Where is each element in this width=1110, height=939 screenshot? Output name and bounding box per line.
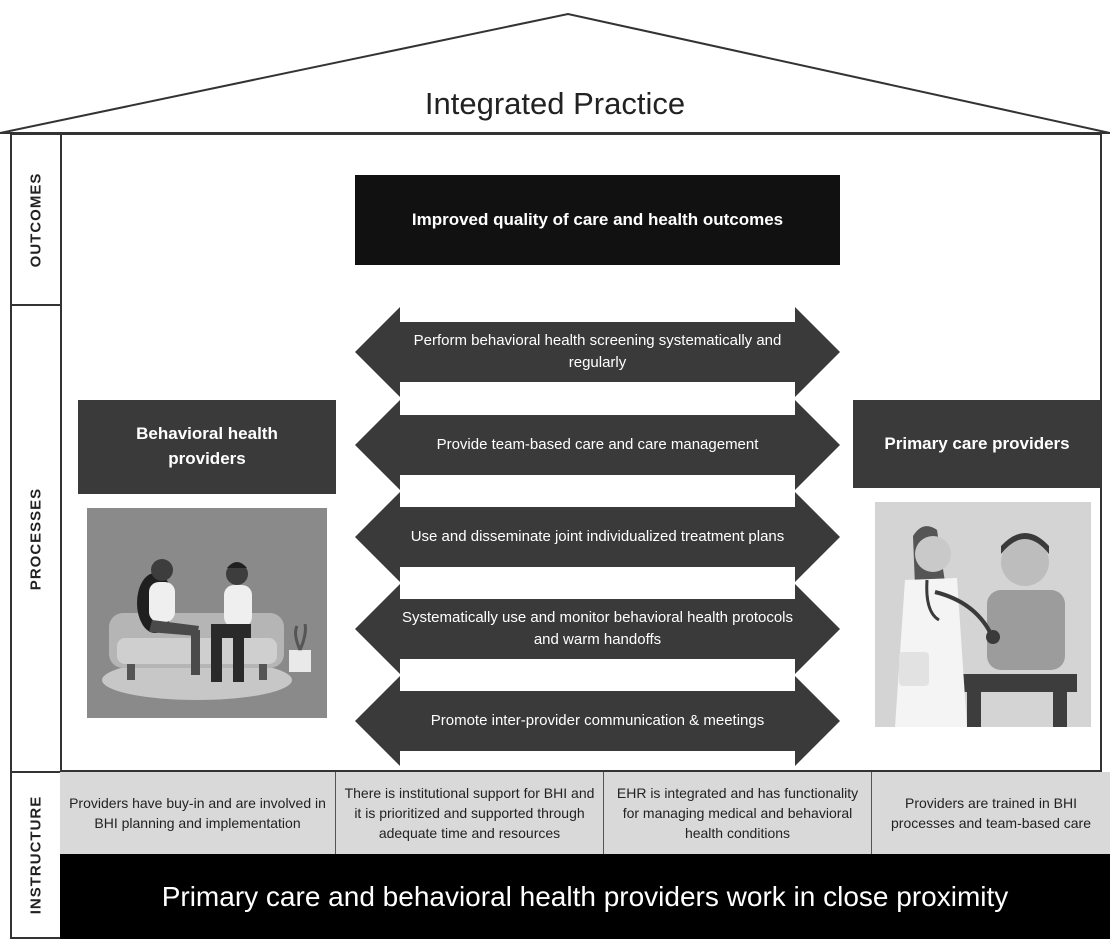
primary-care-providers-label: Primary care providers (853, 400, 1101, 488)
infrastructure-item-4: Providers are trained in BHI processes a… (872, 772, 1110, 854)
house-body (60, 133, 1102, 772)
processes-section-label: PROCESSES (10, 304, 62, 773)
process-arrow-4: Systematically use and monitor behaviora… (355, 584, 840, 674)
process-arrow-5: Promote inter-provider communication & m… (355, 676, 840, 766)
process-text: Provide team-based care and care managem… (436, 435, 759, 453)
behavioral-health-providers-label: Behavioral health providers (78, 400, 336, 494)
process-arrow-3: Use and disseminate joint individualized… (355, 492, 840, 582)
processes-label: PROCESSES (27, 487, 45, 590)
process-text: Use and disseminate joint individualized… (410, 527, 785, 545)
outcomes-label: OUTCOMES (27, 172, 45, 267)
process-arrow-1: Perform behavioral health screening syst… (355, 307, 840, 397)
infrastructure-item-2: There is institutional support for BHI a… (336, 772, 604, 854)
process-arrow-2: Provide team-based care and care managem… (355, 400, 840, 490)
doctor-patient-illustration (875, 502, 1091, 727)
infrastructure-section-label: INSTRUCTURE (10, 771, 62, 939)
process-text: Systematically use and monitor behaviora… (401, 608, 794, 649)
infrastructure-item-3: EHR is integrated and has functionality … (604, 772, 872, 854)
process-text: Promote inter-provider communication & m… (430, 711, 765, 729)
infrastructure-item-1: Providers have buy-in and are involved i… (60, 772, 336, 854)
page-title: Integrated Practice (424, 86, 686, 121)
outcomes-section-label: OUTCOMES (10, 133, 62, 306)
infrastructure-label: INSTRUCTURE (27, 795, 45, 915)
therapy-session-illustration (87, 508, 327, 718)
outcome-box: Improved quality of care and health outc… (355, 175, 840, 265)
process-text: Perform behavioral health screening syst… (413, 331, 782, 372)
foundation-bar: Primary care and behavioral health provi… (60, 854, 1110, 939)
